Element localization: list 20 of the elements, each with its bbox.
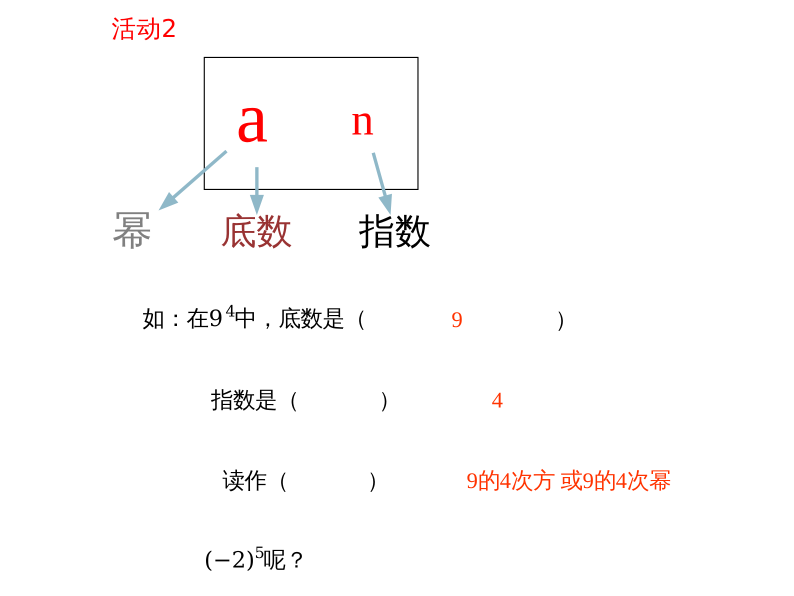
label: 9 [452, 307, 463, 332]
node-text: 幂 [112, 208, 152, 254]
label: (−2)$^{5}$呢？ [204, 543, 308, 574]
label: ） [555, 307, 578, 334]
node-text: n [351, 94, 374, 145]
arrow [158, 150, 228, 211]
node-text: 指数 [359, 211, 432, 252]
label: 4 [492, 388, 504, 413]
label: 读作（ [222, 468, 289, 494]
label: 9的4次方 或9的4次幂 [466, 468, 671, 494]
label: ） [378, 388, 400, 414]
label: 如：在9$^{4}$中，底数是（ [142, 301, 366, 332]
diagram-title: 活动2 [111, 14, 178, 43]
arrow [372, 152, 392, 216]
node-text: 底数 [220, 211, 293, 252]
node-text: a [236, 78, 268, 158]
label: ） [367, 468, 390, 494]
arrow [250, 167, 264, 216]
cluster [204, 56, 419, 190]
label: 指数是（ [211, 388, 299, 414]
